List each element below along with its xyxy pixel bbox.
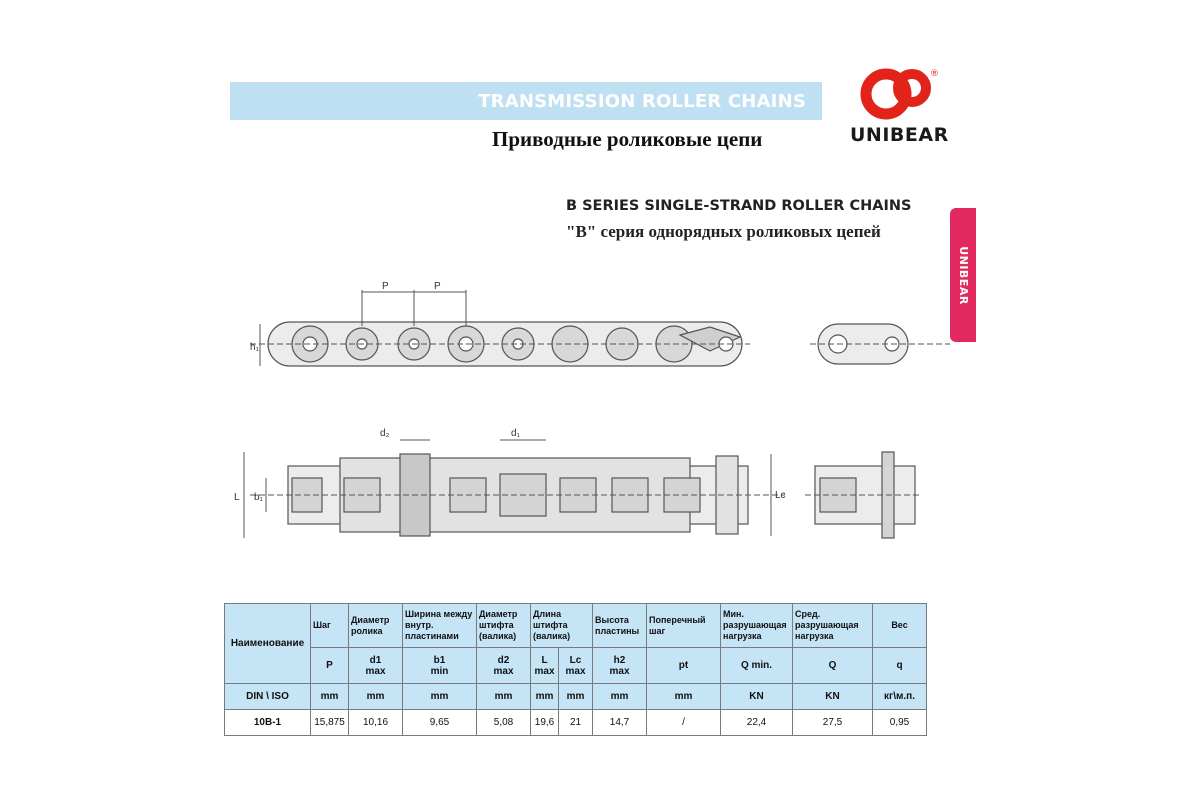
- col-header-pin-diameter: Диаметр штифта (валика): [476, 603, 531, 648]
- label-b1: b₁: [254, 492, 264, 503]
- unit-l: mm: [530, 683, 559, 710]
- cell-value: 27,5: [792, 709, 874, 736]
- col-header-pin-length: Длина штифта (валика): [529, 603, 594, 648]
- cell-value: 21: [557, 709, 594, 736]
- cell-value: 9,65: [402, 709, 477, 736]
- symbol-pt: pt: [646, 647, 722, 684]
- col-header-avg-load: Сред. разрушающая нагрузка: [792, 603, 874, 648]
- symbol-d2: d2 max: [476, 647, 531, 684]
- cell-value: /: [646, 709, 722, 736]
- symbol-qmin: Q min.: [720, 647, 794, 684]
- chain-technical-drawing: P P h₁ d₂ d₁ b₁ L Lc: [234, 281, 950, 539]
- unit-lc: mm: [557, 683, 594, 710]
- table-row: 10B-1 15,875 10,16 9,65 5,08 19,6 21 14,…: [224, 709, 928, 736]
- series-title-ru: "B" серия однорядных роликовых цепей: [566, 222, 881, 241]
- unibear-logo-icon: ®: [860, 68, 939, 120]
- col-header-min-load: Мин. разрушающая нагрузка: [720, 603, 794, 648]
- label-lc: Lc: [775, 490, 786, 501]
- unit-q: KN: [792, 683, 874, 710]
- label-d2: d₂: [380, 428, 390, 439]
- label-h1: h₁: [250, 342, 260, 353]
- unit-d2: mm: [476, 683, 531, 710]
- col-header-roller-diameter: Диаметр ролика: [348, 603, 403, 648]
- unit-qmin: KN: [720, 683, 794, 710]
- label-p2: P: [434, 281, 441, 292]
- din-iso-label: DIN \ ISO: [224, 683, 311, 710]
- cell-value: 0,95: [872, 709, 928, 736]
- cell-value: 15,875: [310, 709, 349, 736]
- label-p1: P: [382, 281, 389, 292]
- header-name: Наименование: [224, 603, 311, 684]
- brand-name: UNIBEAR: [850, 124, 949, 146]
- cell-value: 19,6: [530, 709, 559, 736]
- row-name: 10B-1: [224, 709, 311, 736]
- symbol-h2: h2 max: [592, 647, 648, 684]
- chain-specs-table: Наименование Шаг Диаметр ролика Ширина м…: [224, 603, 928, 736]
- col-header-weight: Вес: [872, 603, 928, 648]
- unit-h2: mm: [592, 683, 648, 710]
- symbol-l: L max: [530, 647, 559, 684]
- cell-value: 5,08: [476, 709, 531, 736]
- symbol-b1: b1 min: [402, 647, 477, 684]
- cell-value: 22,4: [720, 709, 794, 736]
- subtitle-ru: Приводные роликовые цепи: [492, 127, 763, 151]
- label-l: L: [234, 492, 240, 503]
- banner-title: TRANSMISSION ROLLER CHAINS: [478, 90, 806, 112]
- symbol-d1: d1 max: [348, 647, 403, 684]
- unit-p: mm: [310, 683, 349, 710]
- col-header-transverse-pitch: Поперечный шаг: [646, 603, 722, 648]
- symbol-p: P: [310, 647, 349, 684]
- col-header-plate-height: Высота пластины: [592, 603, 648, 648]
- symbol-weight: q: [872, 647, 928, 684]
- col-header-inner-width: Ширина между внутр. пластинами: [402, 603, 477, 648]
- title-banner: TRANSMISSION ROLLER CHAINS: [230, 82, 822, 120]
- unit-weight: кг\м.п.: [872, 683, 928, 710]
- symbol-q: Q: [792, 647, 874, 684]
- side-brand-tab[interactable]: UNIBEAR: [950, 208, 976, 342]
- series-title-en: B SERIES SINGLE-STRAND ROLLER CHAINS: [566, 198, 912, 214]
- label-d1: d₁: [511, 428, 521, 439]
- registered-mark: ®: [930, 69, 939, 79]
- unit-pt: mm: [646, 683, 722, 710]
- cell-value: 14,7: [592, 709, 648, 736]
- unit-d1: mm: [348, 683, 403, 710]
- cell-value: 10,16: [348, 709, 403, 736]
- unit-b1: mm: [402, 683, 477, 710]
- col-header-pitch: Шаг: [310, 603, 349, 648]
- symbol-lc: Lc max: [557, 647, 594, 684]
